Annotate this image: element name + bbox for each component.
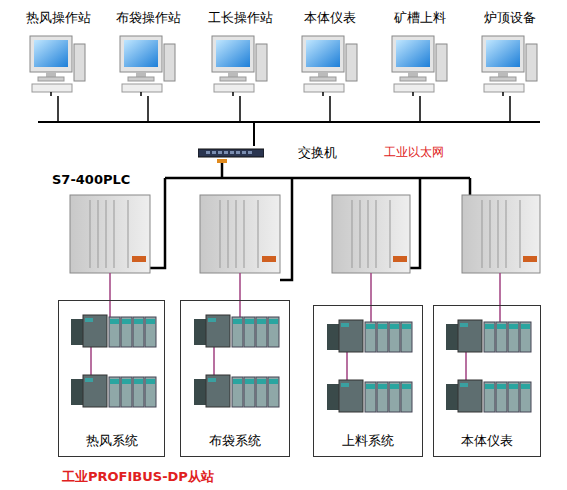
switch-icon xyxy=(198,147,264,159)
node-label: 布袋系统 xyxy=(209,432,261,450)
node-label: 炉顶设备 xyxy=(484,10,536,26)
workstation: 矿槽上料 xyxy=(380,10,460,96)
fieldbus-label: 工业PROFIBUS-DP从站 xyxy=(62,468,214,486)
node-label: 热风操作站 xyxy=(26,10,91,26)
ethernet-cable xyxy=(150,160,470,280)
profibus-cable xyxy=(110,273,500,327)
ethernet-link xyxy=(240,96,254,146)
workstation: 炉顶设备 xyxy=(470,10,550,96)
node-label: 热风系统 xyxy=(86,432,138,450)
node-label: 上料系统 xyxy=(342,432,394,450)
orange-plug xyxy=(217,159,227,163)
workstation: 布袋操作站 xyxy=(108,10,188,96)
subsystem-box: 本体仪表 xyxy=(433,305,541,457)
switch: 交换机 xyxy=(198,144,337,162)
ethernet-link xyxy=(254,96,420,146)
workstation: 热风操作站 xyxy=(18,10,98,96)
node-label: 本体仪表 xyxy=(461,432,513,450)
et200-modules xyxy=(59,301,166,421)
workstation: 本体仪表 xyxy=(290,10,370,96)
workstation: 工长操作站 xyxy=(200,10,280,96)
subsystem-box: 上料系统 xyxy=(313,305,423,457)
ethernet-link xyxy=(58,96,254,146)
node-label: 矿槽上料 xyxy=(394,10,446,26)
ethernet-link xyxy=(254,96,330,146)
computer-icon xyxy=(28,34,88,96)
node-label: 工长操作站 xyxy=(208,10,273,26)
node-label: 本体仪表 xyxy=(304,10,356,26)
et200-modules xyxy=(314,306,424,426)
computer-icon xyxy=(300,34,360,96)
node-label: 交换机 xyxy=(298,144,337,162)
computer-icon xyxy=(390,34,450,96)
et200-modules xyxy=(434,306,542,426)
node-label: 布袋操作站 xyxy=(116,10,181,26)
computer-icon xyxy=(118,34,178,96)
subsystem-box: 布袋系统 xyxy=(180,300,290,457)
plc-label: S7-400PLC xyxy=(52,172,130,187)
plc-rack xyxy=(70,195,540,273)
computer-icon xyxy=(480,34,540,96)
ethernet-link xyxy=(254,96,510,146)
subsystem-box: 热风系统 xyxy=(58,300,165,457)
network-label: 工业以太网 xyxy=(384,144,444,161)
et200-modules xyxy=(181,301,291,421)
ethernet-link xyxy=(148,96,254,146)
computer-icon xyxy=(210,34,270,96)
